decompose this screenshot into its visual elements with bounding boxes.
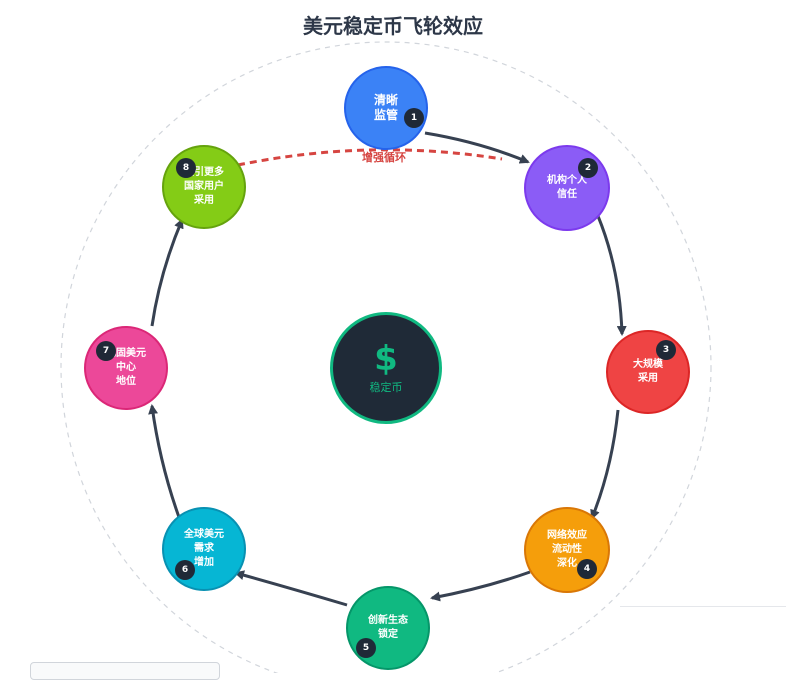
bottom-left-panel	[30, 662, 220, 680]
node-5-line-2: 锁定	[378, 629, 398, 640]
node-7-line-2: 中心	[116, 362, 136, 373]
node-7-badge: 7	[96, 341, 116, 361]
node-3-badge: 3	[656, 340, 676, 360]
dollar-icon: $	[374, 339, 398, 379]
node-8-line-1: 吸引更多	[184, 167, 224, 178]
node-2-line-2: 信任	[557, 189, 577, 200]
node-4-line-1: 网络效应	[547, 530, 587, 541]
arrow-4-to-5	[430, 570, 531, 602]
reinforce-loop-label: 增强循环	[362, 151, 406, 164]
node-7-line-1: 巩固美元	[106, 348, 146, 359]
arrow-7-to-8	[150, 218, 184, 327]
node-1-line-1: 清晰	[373, 93, 398, 107]
node-3-line-1: 大规模	[633, 359, 663, 370]
node-2-badge: 2	[578, 158, 598, 178]
node-5-badge: 5	[356, 638, 376, 658]
node-6-line-2: 需求	[194, 543, 214, 554]
node-4-line-2: 流动性	[552, 544, 582, 555]
node-4-badge: 4	[577, 559, 597, 579]
node-5-innovation-lockin: 创新生态 锁定	[346, 586, 430, 670]
node-6-line-3: 增加	[194, 557, 214, 568]
center-label: 稳定币	[369, 381, 403, 394]
arrow-5-to-6	[234, 570, 348, 607]
node-1-clear-regulation: 清晰 监管	[344, 66, 428, 150]
node-1-line-2: 监管	[373, 108, 398, 122]
node-8-line-2: 国家用户	[184, 181, 224, 192]
node-5-line-1: 创新生态	[368, 615, 408, 626]
node-6-line-1: 全球美元	[184, 529, 224, 540]
diagram-title: 美元稳定币飞轮效应	[303, 14, 483, 38]
reinforce-loop-dashed	[237, 148, 503, 167]
node-7-dollar-centrality: 巩固美元 中心 地位	[84, 326, 168, 410]
node-4-line-3: 深化	[557, 558, 577, 569]
guide-circle	[60, 41, 712, 673]
node-6-global-demand: 全球美元 需求 增加	[162, 507, 246, 591]
arrow-1-to-2	[424, 131, 530, 164]
node-8-line-3: 采用	[194, 195, 214, 206]
center-stablecoin-hub: $ 稳定币	[330, 312, 442, 424]
node-2-trust: 机构个人 信任	[524, 145, 610, 231]
node-2-line-1: 机构个人	[547, 175, 587, 186]
node-3-mass-adoption: 大规模 采用	[606, 330, 690, 414]
node-8-attract-countries: 吸引更多 国家用户 采用	[162, 145, 246, 229]
divider-line	[620, 606, 786, 607]
node-6-badge: 6	[175, 560, 195, 580]
arrow-6-to-7	[148, 404, 182, 521]
node-7-line-3: 地位	[116, 376, 136, 387]
arrow-3-to-4	[590, 409, 620, 520]
node-8-badge: 8	[176, 158, 196, 178]
arrow-2-to-3	[596, 215, 627, 336]
node-4-network-effect: 网络效应 流动性 深化	[524, 507, 610, 593]
node-1-badge: 1	[404, 108, 424, 128]
node-3-line-2: 采用	[638, 373, 658, 384]
